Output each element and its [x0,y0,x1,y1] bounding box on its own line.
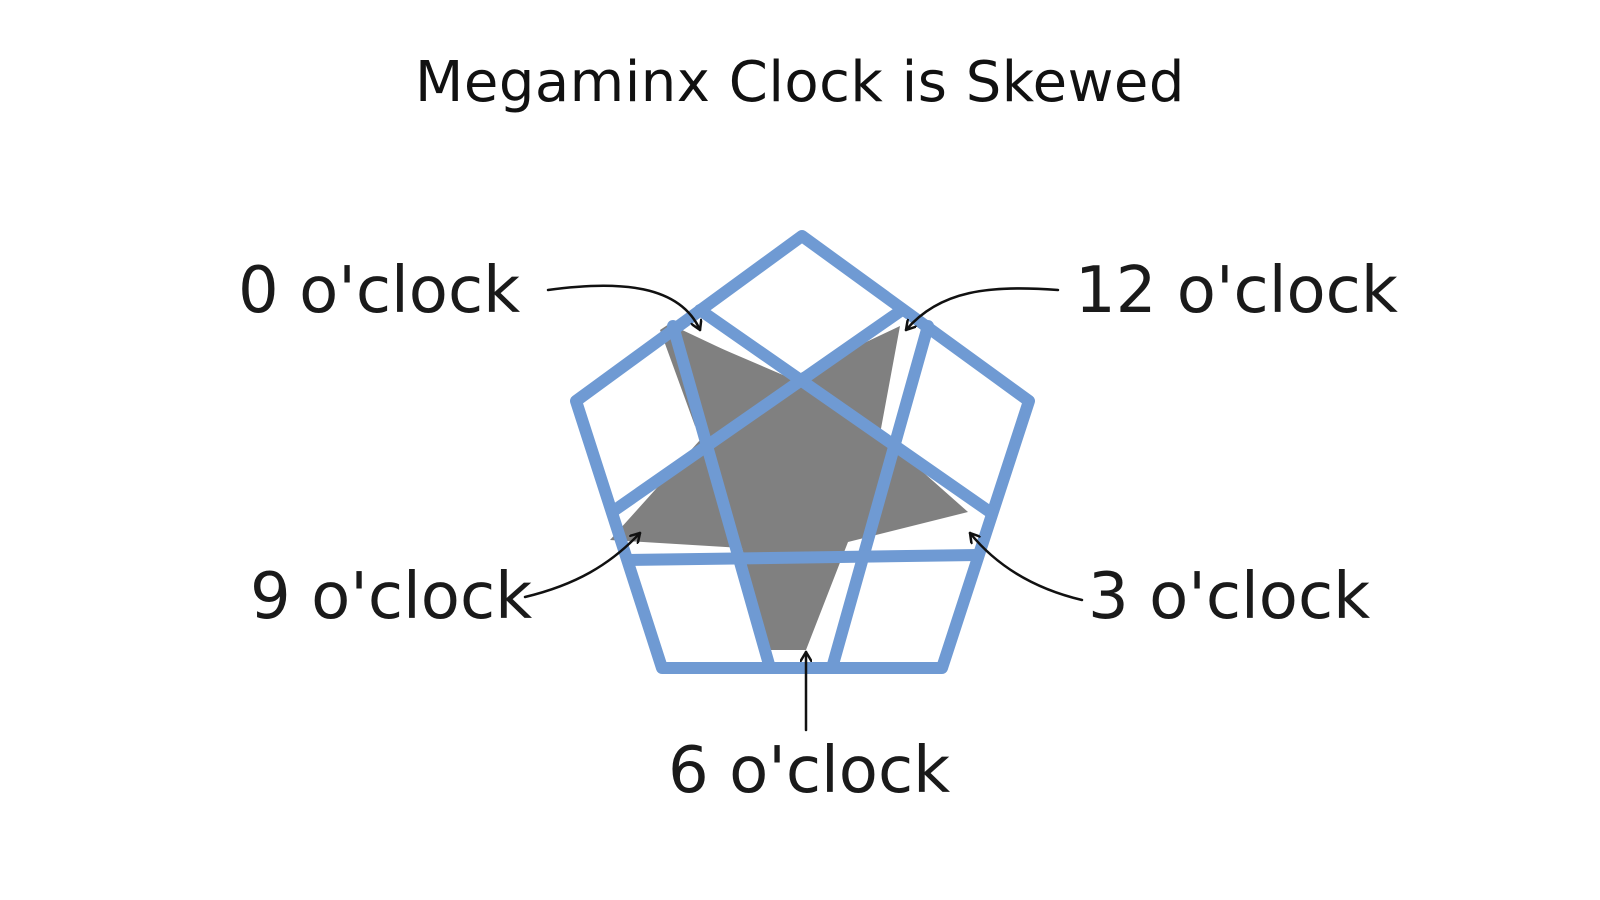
diagram-title: Megaminx Clock is Skewed [415,50,1185,115]
arrow-zero-oclock [546,284,700,332]
line-horizontal [622,549,984,566]
line-left-vertical [667,320,776,674]
line-right-vertical [826,320,934,674]
label-zero-oclock: 0 o'clock [238,254,520,328]
arrow-twelve-oclock [904,287,1060,332]
line-top-right-edge [606,304,908,518]
label-nine-oclock: 9 o'clock [250,560,532,634]
label-six-oclock: 6 o'clock [668,734,950,808]
line-top-left-edge [694,304,996,518]
outer-pentagon [570,230,1035,674]
arrow-three-oclock [968,531,1084,602]
label-twelve-oclock: 12 o'clock [1075,254,1398,328]
label-three-oclock: 3 o'clock [1088,560,1370,634]
facet-lines [606,304,996,674]
arrow-nine-oclock [523,531,642,599]
arrows [523,284,1084,732]
